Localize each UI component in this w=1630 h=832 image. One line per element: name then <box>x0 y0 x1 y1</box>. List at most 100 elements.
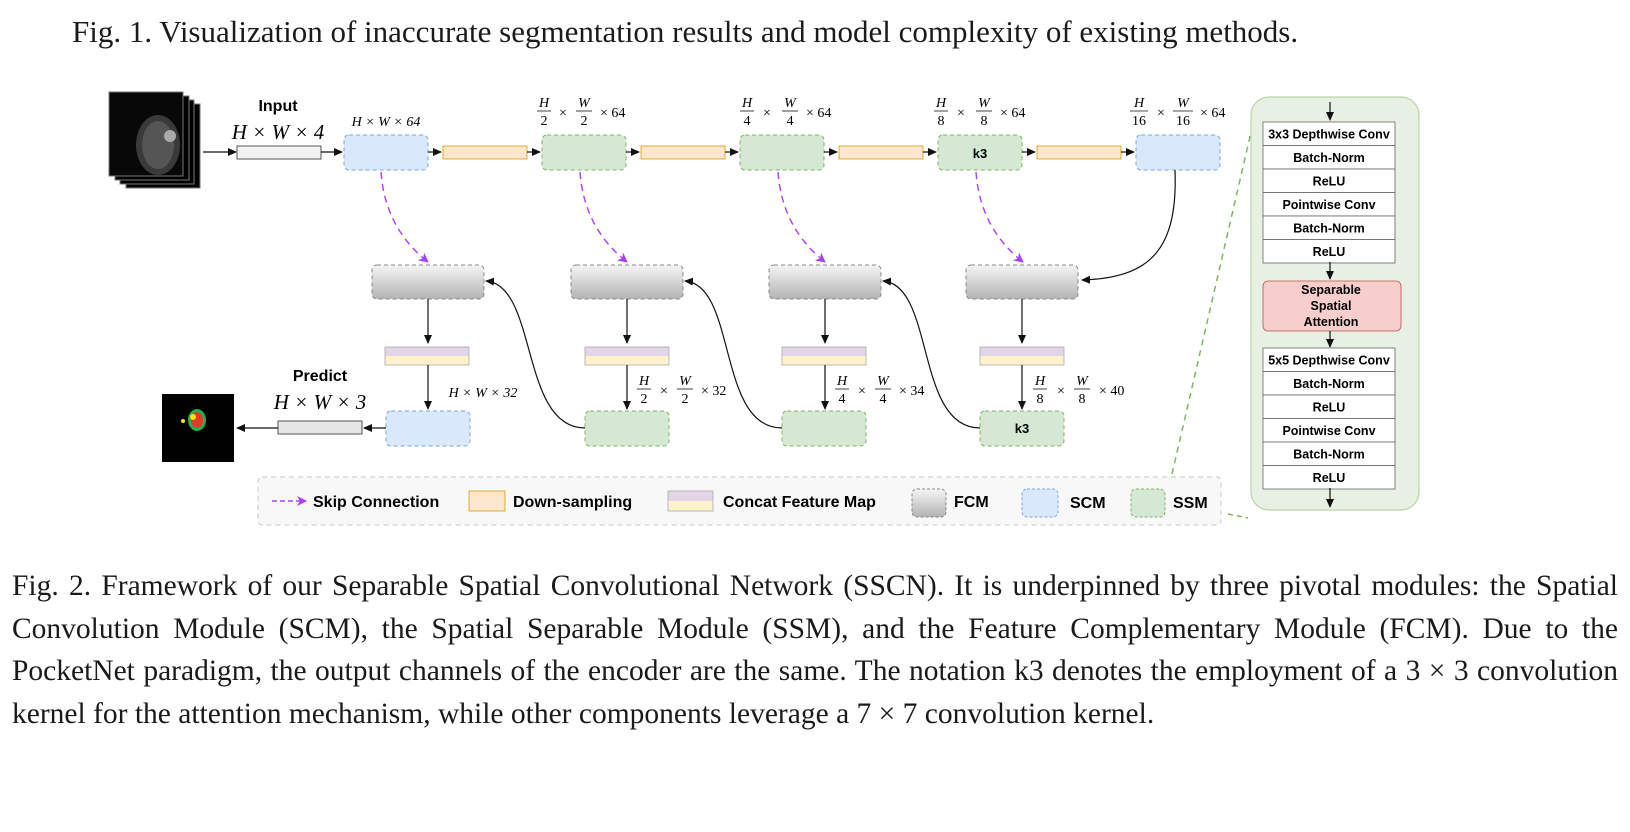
dims-decoder-3: H 8 × W 8 × 40 <box>1033 374 1124 407</box>
svg-text:8: 8 <box>1079 392 1086 407</box>
legend-fcm-label: FCM <box>954 494 989 511</box>
svg-text:2: 2 <box>581 114 588 129</box>
svg-text:× 40: × 40 <box>1099 384 1124 399</box>
svg-text:2: 2 <box>682 392 689 407</box>
svg-text:×: × <box>957 106 965 121</box>
input-label: Input <box>258 98 298 115</box>
detail-leader-line <box>1171 127 1253 475</box>
dims-decoder-1: H 2 × W 2 × 32 <box>637 374 726 407</box>
ssm-post-step-label-2: Batch-Norm <box>1293 377 1365 391</box>
output-head-bar <box>277 420 363 435</box>
ssm-encoder-block-2 <box>739 134 825 171</box>
attention-line-3: Attention <box>1304 315 1359 329</box>
predict-label: Predict <box>293 368 348 385</box>
fcm-block-3 <box>768 264 882 300</box>
svg-text:4: 4 <box>787 114 794 129</box>
svg-text:×: × <box>559 106 567 121</box>
svg-text:×: × <box>763 106 771 121</box>
svg-text:W: W <box>679 374 692 389</box>
ssm-pre-step-label-5: Batch-Norm <box>1293 221 1365 235</box>
svg-text:4: 4 <box>744 114 751 129</box>
svg-text:H: H <box>538 96 550 111</box>
ssm-pre-step-label-6: ReLU <box>1313 245 1346 259</box>
ssm-pre-step-label-2: Batch-Norm <box>1293 151 1365 165</box>
bottleneck-connector <box>1081 169 1176 284</box>
svg-text:× 34: × 34 <box>899 384 924 399</box>
legend-concat-swatch <box>667 490 714 512</box>
dims-level-3: H 8 × W 8 × 64 <box>934 96 1025 129</box>
legend-ssm-swatch <box>1130 488 1166 518</box>
skip-connection-2 <box>579 171 628 263</box>
svg-text:×: × <box>1057 384 1065 399</box>
input-dims: H × W × 4 <box>231 120 325 144</box>
separable-spatial-attention-block <box>1262 280 1402 332</box>
decoder-connector-3 <box>882 277 981 429</box>
fcm-block-2 <box>570 264 684 300</box>
legend-concat-label: Concat Feature Map <box>723 494 876 511</box>
skip-connection-1 <box>380 171 429 263</box>
svg-text:H: H <box>836 374 848 389</box>
legend-skip-label: Skip Connection <box>313 494 439 511</box>
ssm-pre-step-label-4: Pointwise Conv <box>1282 198 1375 212</box>
ssm-post-step-label-6: ReLU <box>1313 471 1346 485</box>
fcm-block-1 <box>371 264 485 300</box>
svg-text:H: H <box>1034 374 1046 389</box>
svg-text:× 64: × 64 <box>1000 106 1025 121</box>
svg-text:16: 16 <box>1176 114 1190 129</box>
concat-feature-map-3 <box>781 346 867 366</box>
mri-input-stack-image <box>108 91 201 189</box>
concat-feature-map-1 <box>384 346 470 366</box>
dims-level-2: H 4 × W 4 × 64 <box>740 96 831 129</box>
svg-text:×: × <box>858 384 866 399</box>
predict-dims: H × W × 3 <box>273 390 367 414</box>
ssm-pre-step-label-3: ReLU <box>1313 174 1346 188</box>
svg-text:8: 8 <box>981 114 988 129</box>
downsample-bar-4 <box>1036 145 1122 160</box>
svg-text:2: 2 <box>641 392 648 407</box>
skip-connection-3 <box>777 171 826 263</box>
prediction-output-image <box>162 394 234 462</box>
concat-feature-map-2 <box>584 346 670 366</box>
svg-text:H: H <box>935 96 947 111</box>
ssm-decoder-block-k3 <box>979 410 1065 447</box>
svg-text:× 32: × 32 <box>701 384 726 399</box>
svg-text:W: W <box>578 96 591 111</box>
scm-bottleneck-block <box>1135 134 1221 171</box>
svg-text:4: 4 <box>880 392 887 407</box>
legend-fcm-swatch <box>911 488 947 518</box>
scm-decoder-block <box>385 410 471 447</box>
attention-line-2: Spatial <box>1311 299 1352 313</box>
ssm-post-step-label-3: ReLU <box>1313 400 1346 414</box>
svg-text:8: 8 <box>1037 392 1044 407</box>
dims-level-4: H 16 × W 16 × 64 <box>1130 96 1225 129</box>
svg-text:H: H <box>638 374 650 389</box>
legend-down-label: Down-sampling <box>513 494 632 511</box>
svg-text:×: × <box>660 384 668 399</box>
ssm-post-step-box-6 <box>1262 465 1396 490</box>
skip-connection-4 <box>975 171 1024 263</box>
svg-text:× 64: × 64 <box>600 106 625 121</box>
ssm-post-step-label-4: Pointwise Conv <box>1282 424 1375 438</box>
sscn-framework-diagram: Input H × W × 4 Predict H × W × 3 k3 H ×… <box>108 91 1420 526</box>
svg-text:W: W <box>877 374 890 389</box>
svg-text:W: W <box>978 96 991 111</box>
svg-text:× 64: × 64 <box>806 106 831 121</box>
legend: Skip Connection Down-sampling Concat Fea… <box>257 476 1222 526</box>
svg-text:H: H <box>1133 96 1145 111</box>
ssm-pre-step-box-6 <box>1262 239 1396 264</box>
scm-encoder-block <box>343 134 429 171</box>
legend-down-swatch <box>468 490 506 512</box>
svg-text:4: 4 <box>839 392 846 407</box>
svg-text:× 64: × 64 <box>1200 106 1225 121</box>
figure-2-caption: Fig. 2. Framework of our Separable Spati… <box>12 570 1618 730</box>
k3-label-encoder: k3 <box>973 146 987 161</box>
figure-1-caption: Fig. 1. Visualization of inaccurate segm… <box>72 14 1299 49</box>
downsample-bar-1 <box>442 145 528 160</box>
decoder-connector-1 <box>485 277 586 429</box>
svg-text:W: W <box>1177 96 1190 111</box>
ssm-encoder-block-1 <box>541 134 627 171</box>
svg-text:H: H <box>741 96 753 111</box>
legend-ssm-label: SSM <box>1173 495 1208 512</box>
fcm-block-4 <box>965 264 1079 300</box>
ssm-post-step-label-5: Batch-Norm <box>1293 447 1365 461</box>
